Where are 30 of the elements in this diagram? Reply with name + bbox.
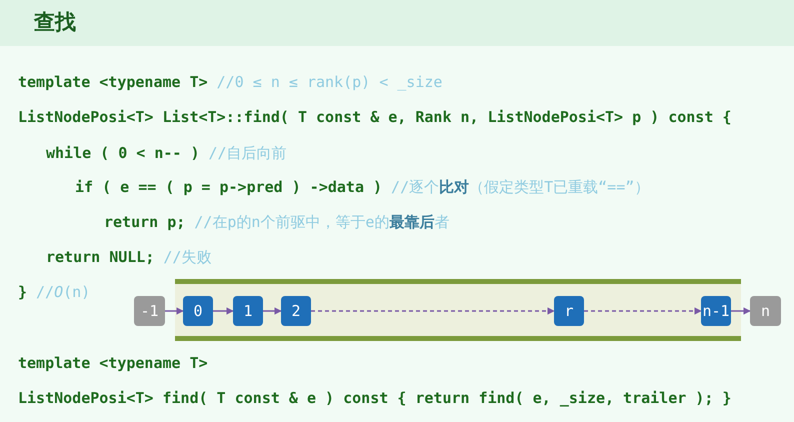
code-comment: //自后向前 <box>208 144 287 162</box>
code-line: ListNodePosi<T> List<T>::find( T const & e, Rank n, ListNodePosi<T> p ) const { <box>18 108 732 126</box>
code-line: while ( 0 < n-- ) <box>46 144 200 162</box>
code-comment: //失败 <box>163 248 212 266</box>
list-range-band <box>175 279 741 341</box>
code-line: } <box>18 283 28 301</box>
list-node-box: r <box>554 296 584 326</box>
code-comment: //在p的n个前驱中，等于e的最靠后者 <box>194 213 450 231</box>
code-comment: //0 ≤ n ≤ rank(p) < _size <box>216 73 442 91</box>
code-line: return NULL; <box>46 248 154 266</box>
code-line: if ( e == ( p = p->pred ) ->data ) <box>75 178 382 196</box>
arrow <box>731 307 751 315</box>
arrow <box>263 307 282 315</box>
code-comment: //逐个比对（假定类型T已重载“==”） <box>391 178 650 196</box>
code-comment: //O(n) <box>36 283 90 301</box>
code-line: template <typename T> <box>18 73 208 91</box>
list-node-box: n-1 <box>701 296 731 326</box>
arrow <box>213 307 234 315</box>
arrow <box>165 307 184 315</box>
list-node-box: 0 <box>183 296 213 326</box>
arrow <box>311 307 555 315</box>
code-line: template <typename T> <box>18 354 208 372</box>
slide-title: 查找 <box>34 9 76 36</box>
code-line: ListNodePosi<T> find( T const & e ) const { return find( e, _size, trailer ); } <box>18 389 732 407</box>
list-node-box: 1 <box>233 296 263 326</box>
list-node-box: 2 <box>281 296 311 326</box>
arrow <box>584 307 702 315</box>
sentinel-node-box: -1 <box>134 296 165 326</box>
sentinel-node-box: n <box>750 296 781 326</box>
code-line: return p; <box>104 213 186 231</box>
